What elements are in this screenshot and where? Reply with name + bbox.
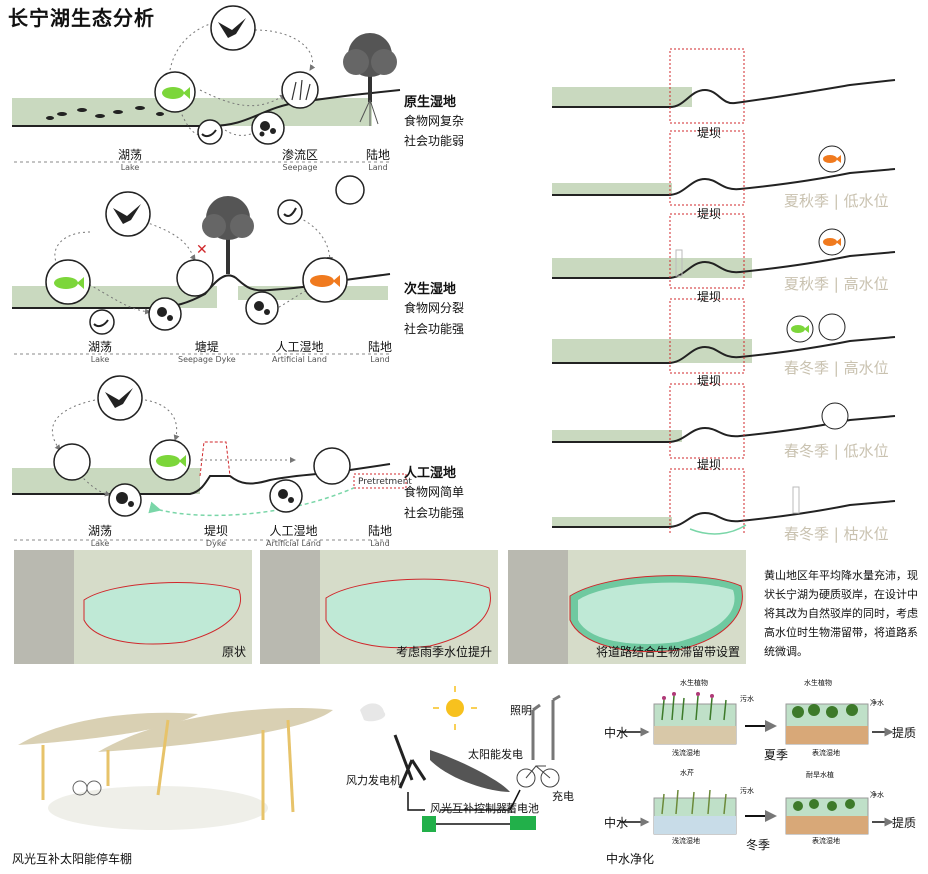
small-label: 表流湿地 [812, 837, 840, 845]
small-label: 耐旱水植 [806, 771, 834, 779]
small-label: 污水 [740, 695, 754, 703]
wetland-secondary-line2: 社会功能强 [404, 322, 465, 336]
site-map-road: 将道路结合生物滞留带设置 [508, 550, 746, 664]
energy-system-diagram [360, 686, 561, 832]
bird-icon [210, 5, 256, 51]
charge-label: 充电 [552, 790, 574, 803]
season-label: 春冬季 | 高水位 [784, 359, 889, 377]
small-label: 净水 [870, 699, 884, 707]
dam-label: 堤坝 [697, 290, 722, 304]
svg-text:✕: ✕ [196, 242, 208, 258]
greywater-purification-diagram [620, 692, 894, 835]
lighting-label: 照明 [510, 704, 532, 717]
section-5 [552, 383, 896, 459]
wetland-artificial-line2: 社会功能强 [404, 506, 465, 520]
purify-title: 中水净化 [606, 852, 655, 866]
outflow-label: 提质 [892, 816, 917, 830]
carport-caption: 风光互补太阳能停车棚 [12, 852, 133, 866]
dam-label: 堤坝 [697, 207, 722, 221]
section-3 [552, 213, 896, 289]
wetland-secondary-title: 次生湿地 [404, 282, 457, 297]
section-1 [552, 48, 896, 124]
season-label: 春冬季 | 低水位 [784, 442, 889, 460]
small-label: 水芹 [680, 769, 694, 777]
dam-label: 堤坝 [697, 126, 722, 140]
page-title: 长宁湖生态分析 [8, 6, 155, 30]
wetland-artificial-title: 人工湿地 [404, 466, 457, 481]
dam-label: 堤坝 [697, 458, 722, 472]
wetland-native-line1: 食物网复杂 [404, 114, 465, 128]
season-label: 夏秋季 | 高水位 [784, 275, 889, 293]
small-label: 水生植物 [680, 679, 708, 687]
map-caption: 原状 [221, 645, 246, 659]
fish-school-icon [46, 106, 164, 120]
plant-icon [281, 71, 319, 109]
small-label: 净水 [870, 791, 884, 799]
summer-label: 夏季 [764, 748, 789, 762]
season-label: 夏秋季 | 低水位 [784, 192, 889, 210]
season-label: 春冬季 | 枯水位 [784, 525, 889, 543]
wetland-diagram-native [12, 5, 401, 163]
site-map-original: 原状 [14, 550, 252, 664]
section-6 [552, 468, 896, 535]
site-map-rain: 考虑雨季水位提升 [260, 550, 498, 664]
small-label: 浅流湿地 [672, 749, 700, 757]
small-label: 表流湿地 [812, 749, 840, 757]
solar-label: 太阳能发电 [468, 748, 523, 761]
wetland-diagrams: ✕ Pretretment [12, 5, 412, 541]
wetland-native-title: 原生湿地 [404, 95, 457, 110]
battery-label: 蓄电池 [506, 802, 539, 815]
tree-icon [343, 33, 397, 126]
worm-icon [197, 119, 223, 145]
wind-turbine-label: 风力发电机 [346, 774, 401, 787]
small-label: 污水 [740, 787, 754, 795]
section-2 [552, 130, 896, 206]
pretreatment-label: Pretretment [358, 477, 412, 487]
winter-label: 冬季 [746, 838, 771, 852]
small-label: 水生植物 [804, 679, 832, 687]
wetland-secondary-line1: 食物网分裂 [404, 301, 465, 315]
inflow-label: 中水 [604, 726, 629, 740]
wetland-native-line2: 社会功能弱 [404, 134, 465, 148]
description-paragraph: 黄山地区年平均降水量充沛，现状长宁湖为硬质驳岸，在设计中将其改为自然驳岸的同时，… [764, 569, 918, 658]
outflow-label: 提质 [892, 726, 917, 740]
map-caption: 考虑雨季水位提升 [395, 645, 492, 659]
map-caption: 将道路结合生物滞留带设置 [595, 645, 740, 659]
small-label: 浅流湿地 [672, 837, 700, 845]
section-4 [552, 298, 896, 374]
wetland-diagram-artificial: Pretretment [12, 375, 412, 541]
solar-carport-illustration [18, 708, 333, 830]
dam-label: 堤坝 [697, 374, 722, 388]
controller-label: 风光互补控制器 [430, 802, 507, 815]
inflow-label: 中水 [604, 816, 629, 830]
wetland-artificial-line1: 食物网简单 [404, 485, 465, 499]
water-level-sections [552, 48, 896, 535]
wetland-diagram-secondary: ✕ [12, 175, 391, 355]
